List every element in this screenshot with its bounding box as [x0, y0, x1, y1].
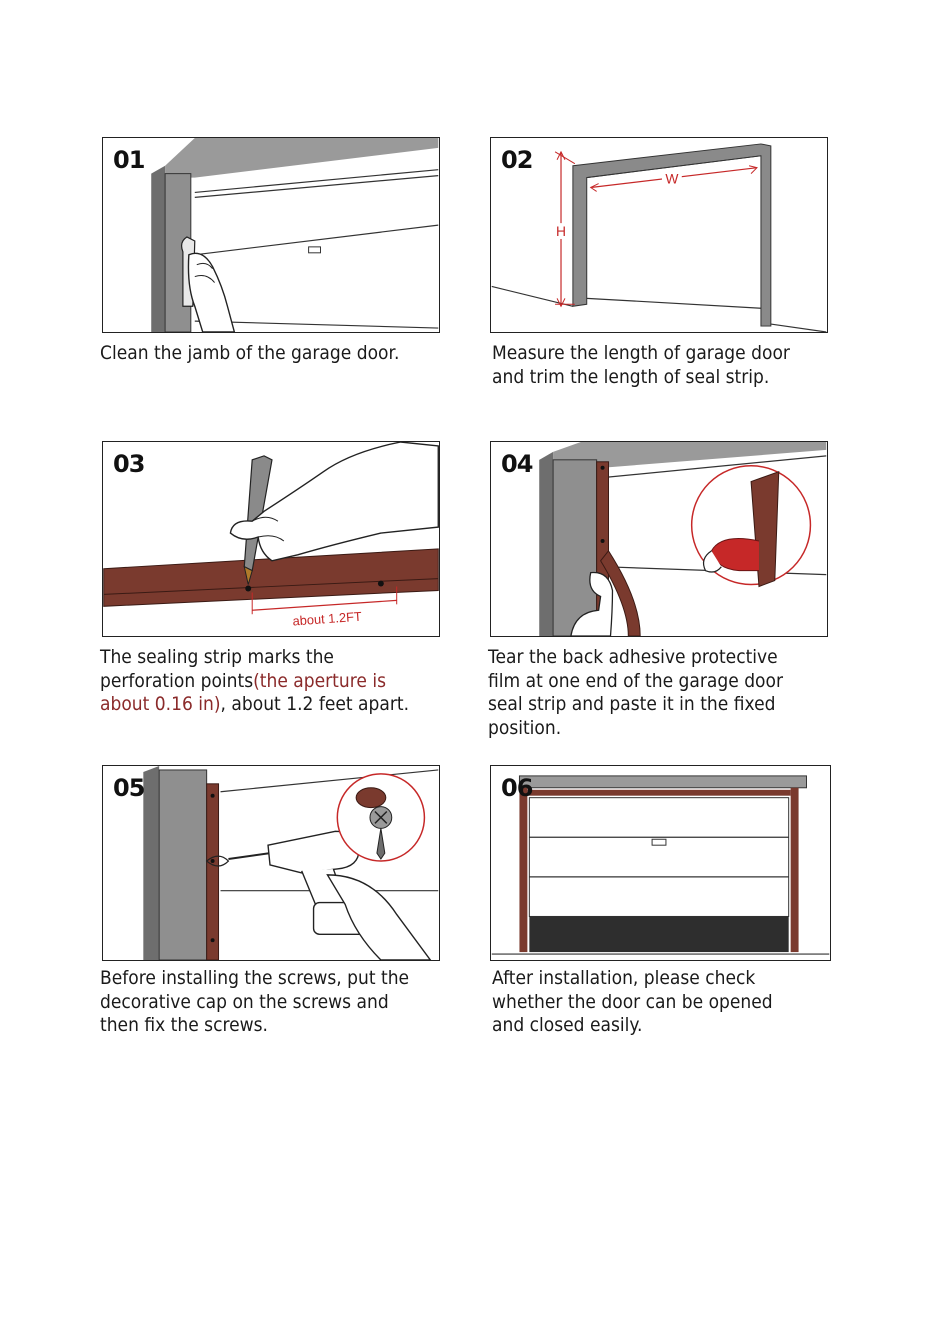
step-02-illustration: 02 H W [490, 137, 828, 333]
spacing-label: about 1.2FT [292, 609, 362, 629]
caption-highlight: (the aperture is about 0.16 in) [100, 669, 386, 716]
seal-strip-left [519, 787, 528, 953]
marker-tip [243, 565, 253, 585]
measure-door-illustration: H W [491, 143, 827, 332]
door-handle [308, 246, 321, 254]
step-01-illustration: 01 [102, 137, 440, 333]
step-03-caption: The sealing strip marks the perforation … [100, 646, 411, 717]
hand-icon [326, 874, 432, 960]
seal-strip [206, 783, 220, 960]
cap-closeup [355, 787, 387, 809]
door-frame [572, 143, 772, 327]
step-number: 02 [501, 146, 533, 174]
step-number: 03 [113, 450, 145, 478]
seal-strip-right [790, 787, 799, 953]
hand-icon [229, 442, 439, 562]
perforation-point [245, 585, 252, 592]
step-04-caption: Tear the back adhesive protective film a… [488, 646, 784, 739]
step-number: 01 [113, 146, 145, 174]
mark-perforation-illustration: about 1.2FT [103, 442, 439, 629]
height-label: H [556, 223, 566, 239]
header-beam [518, 775, 807, 789]
step-03-illustration: 03 about 1.2FT [102, 441, 440, 637]
clean-jamb-illustration [151, 138, 439, 332]
step-04-illustration: 04 [490, 441, 828, 637]
drill-bit [228, 852, 271, 861]
step-01-caption: Clean the jamb of the garage door. [100, 342, 400, 364]
decorative-cap [205, 855, 230, 867]
step-06-caption: After installation, please check whether… [492, 967, 773, 1036]
caption-text: , about 1.2 feet apart. [220, 693, 410, 715]
step-05-illustration: 05 [102, 765, 440, 961]
finished-door-illustration [491, 775, 830, 955]
peeled-strip [599, 550, 641, 636]
hand-icon [570, 571, 614, 636]
door-handle [651, 838, 667, 846]
door-jamb [158, 769, 208, 960]
width-label: W [665, 171, 679, 187]
door-panel-line [194, 169, 439, 194]
garage-door [528, 797, 790, 917]
screw-thread [376, 828, 386, 860]
step-02-caption: Measure the length of garage door and tr… [492, 342, 790, 388]
paste-strip-illustration [539, 442, 827, 636]
spacing-measure-line [252, 599, 397, 611]
seal-strip [596, 461, 610, 636]
step-number: 04 [501, 450, 533, 478]
step-06-illustration: 06 [490, 765, 831, 961]
seal-strip-top [527, 789, 791, 796]
header-beam [165, 138, 439, 178]
install-screws-illustration [143, 766, 439, 960]
door-jamb [552, 459, 598, 636]
step-number: 06 [501, 774, 533, 802]
perforation-point [377, 580, 384, 587]
seal-strip [103, 548, 439, 607]
caption-text: The sealing strip marks the perforation … [100, 646, 334, 692]
open-gap [529, 916, 789, 953]
step-number: 05 [113, 774, 145, 802]
hand-icon [187, 252, 236, 332]
step-05-caption: Before installing the screws, put the de… [100, 967, 410, 1036]
jamb-side [151, 165, 166, 332]
